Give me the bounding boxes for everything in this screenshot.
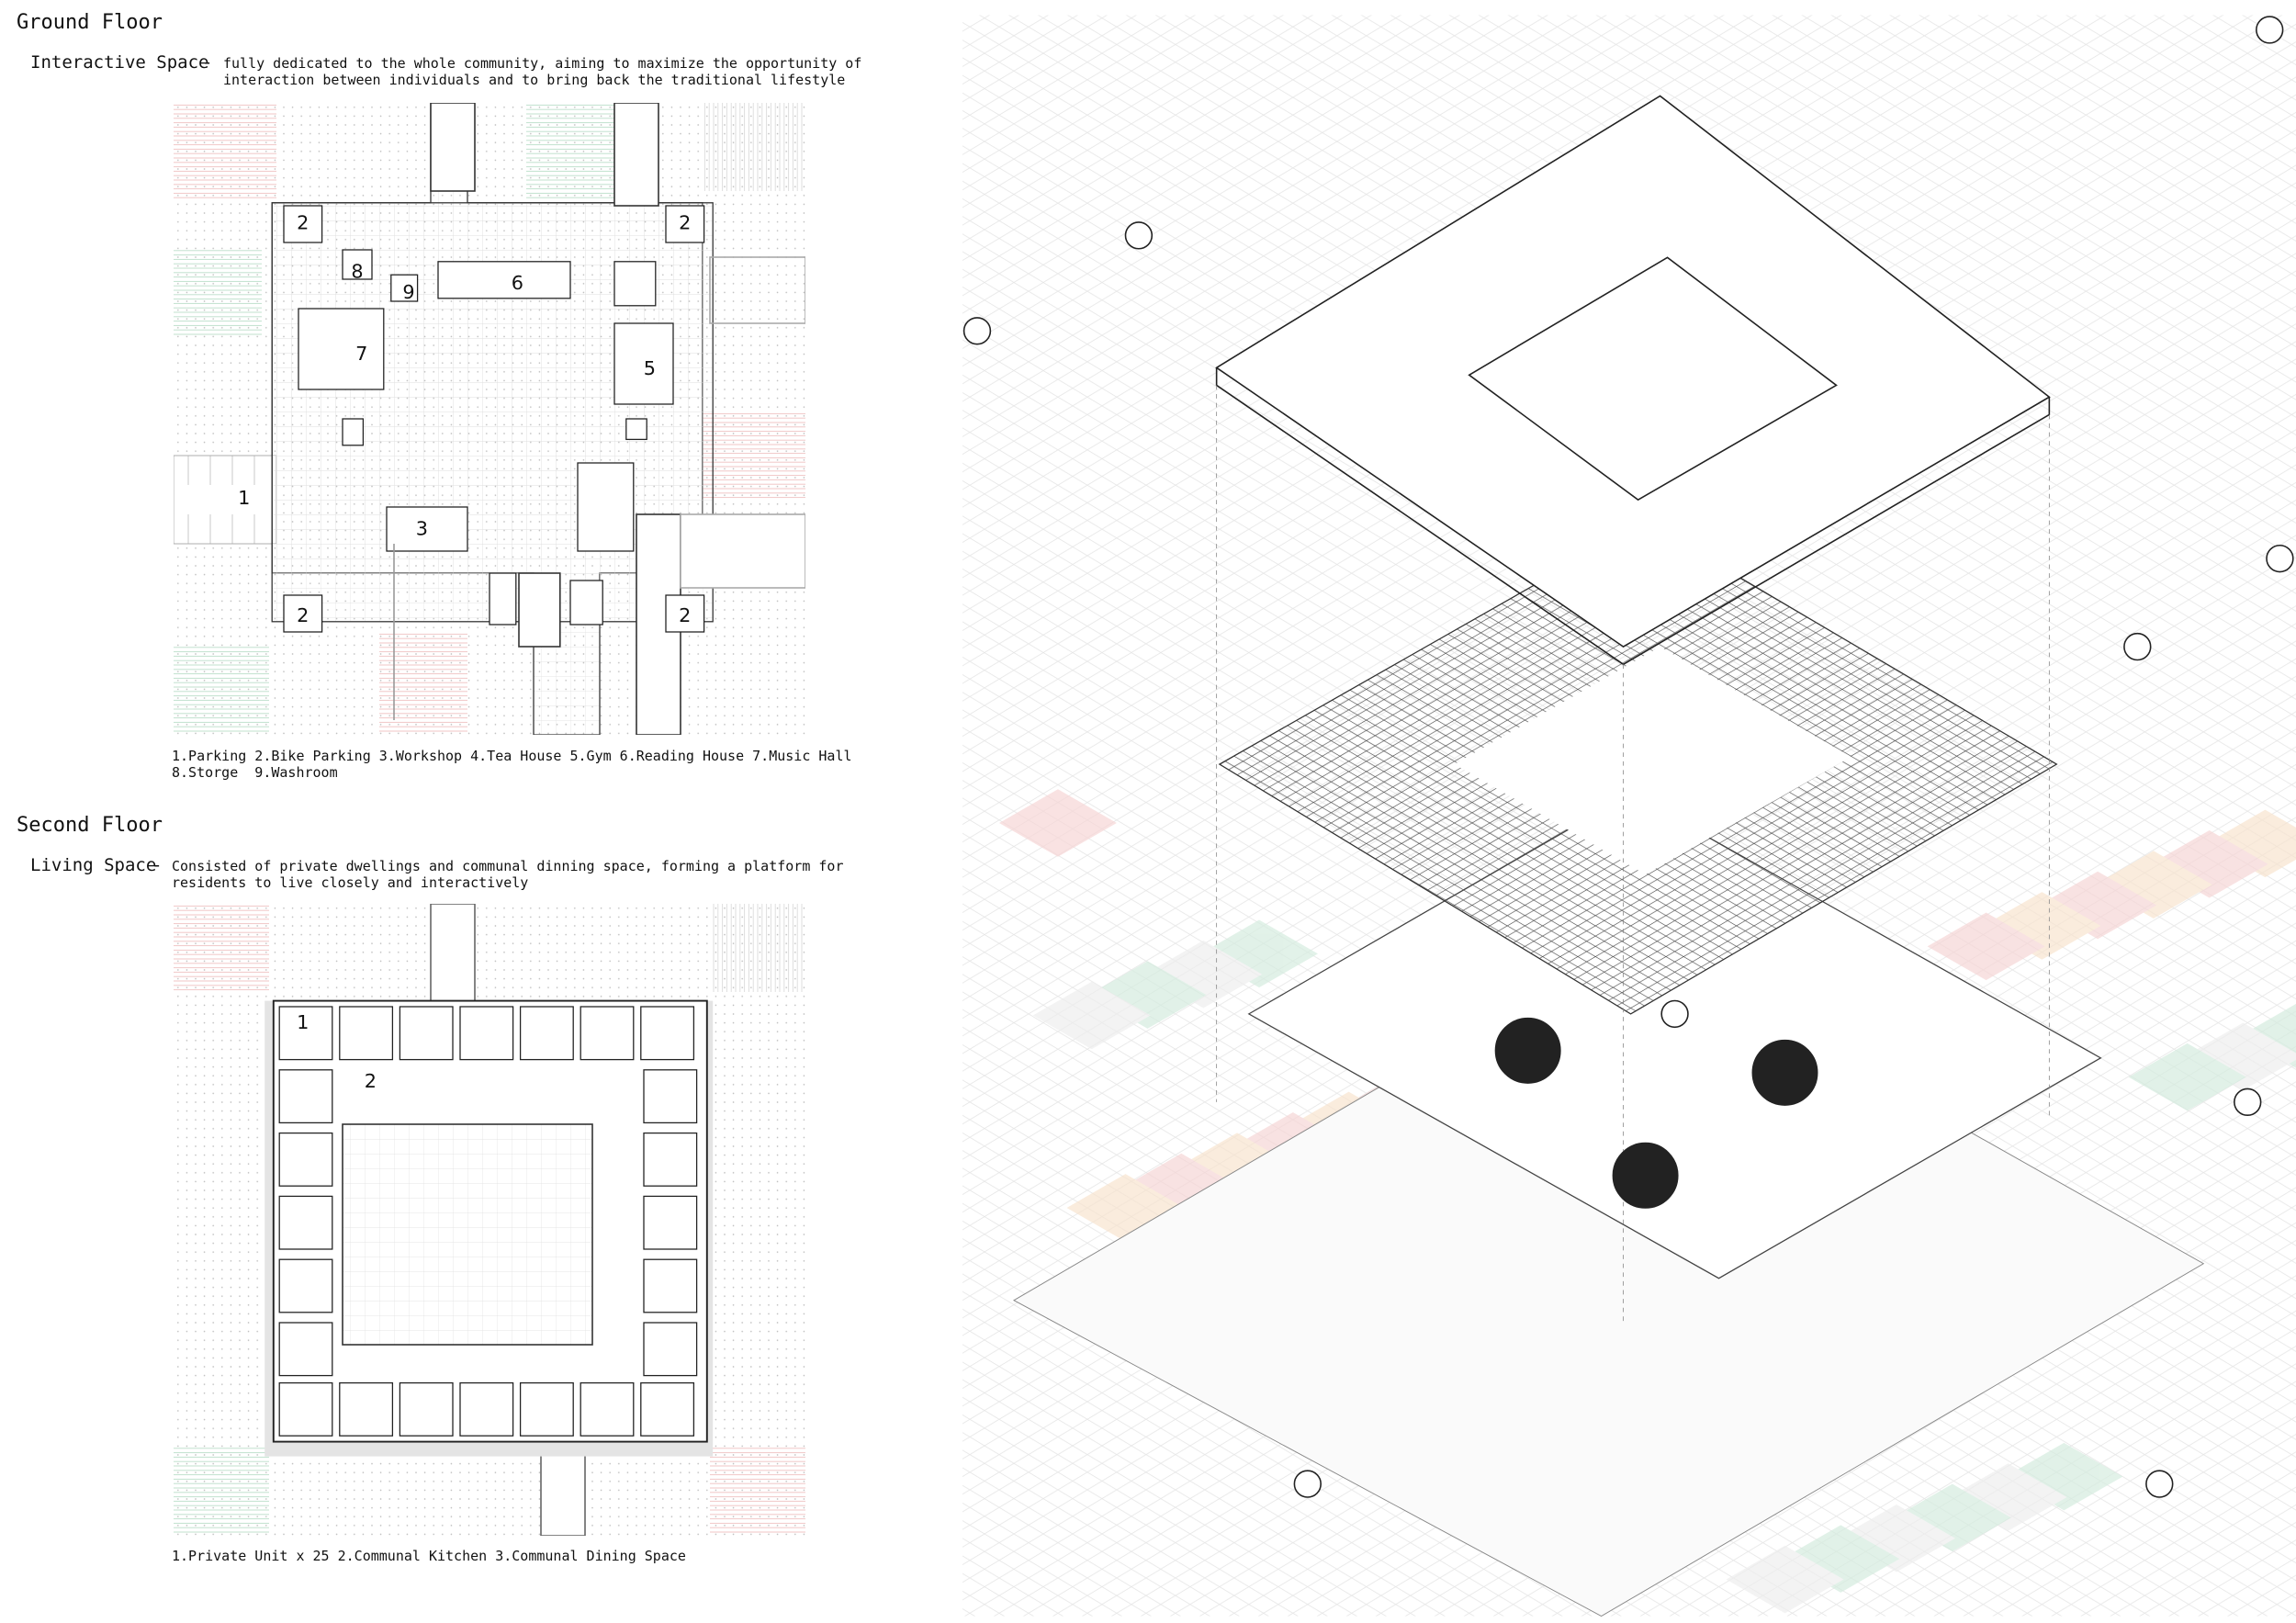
private-unit [278,1132,333,1187]
second-floor-legend: 1.Private Unit x 25 2.Communal Kitchen 3… [172,1548,686,1564]
plan-label-reading-house: 6 [512,272,523,294]
plan-label-bike-parking: 2 [679,212,691,234]
plan-label-bike-parking: 2 [297,604,309,626]
tree-icon [2234,1088,2262,1117]
landscape-tile [2128,1043,2246,1111]
second-floor-plan: 1 2 [174,904,805,1536]
tree-icon [1124,221,1154,250]
private-unit [278,1195,333,1250]
legend-line: 1.Private Unit x 25 2.Communal Kitchen 3… [172,1548,686,1564]
landscape-tile [1032,981,1151,1050]
landscape-tile [1726,1545,1844,1614]
private-unit [643,1195,698,1250]
plan-label-parking: 1 [238,487,250,509]
tree-icon [1660,999,1689,1029]
private-unit [643,1322,698,1377]
plan-label-music-hall: 7 [355,343,367,365]
description-line: Consisted of private dwellings and commu… [172,858,844,874]
private-unit [399,1006,454,1061]
landscape-tile [2184,1022,2296,1091]
plan-label-bike-parking: 2 [679,604,691,626]
tree-icon [2266,544,2294,573]
plan-label-private-unit: 1 [297,1011,309,1033]
private-unit [278,1322,333,1377]
landscape-tile [998,789,1117,857]
plan-label-washroom: 9 [402,281,414,303]
private-unit [643,1069,698,1124]
plan-label-communal-kitchen: 2 [365,1070,377,1092]
private-unit [643,1258,698,1313]
private-unit [278,1006,333,1061]
private-unit [339,1006,394,1061]
landscape-tile [1927,912,2045,981]
ground-floor-description: fully dedicated to the whole community, … [223,55,861,88]
tree-icon [1293,1470,1322,1498]
private-unit [640,1381,695,1437]
second-floor-title: Second Floor [17,814,163,837]
private-unit [580,1006,635,1061]
private-unit [459,1381,514,1437]
private-unit [339,1381,394,1437]
private-unit [278,1069,333,1124]
private-unit [399,1381,454,1437]
plan-label-workshop: 3 [416,517,428,539]
exploded-axonometric [962,15,2296,1617]
private-unit [640,1006,695,1061]
second-floor-dash: - [152,855,163,875]
private-unit [519,1381,574,1437]
tree-icon [1612,1142,1679,1209]
ground-floor-legend: 1.Parking 2.Bike Parking 3.Workshop 4.Te… [172,748,852,781]
legend-line: 8.Storge 9.Washroom [172,764,338,781]
private-unit [278,1381,333,1437]
ground-floor-dash: - [202,52,213,73]
tree-icon [2256,16,2284,44]
ground-floor-plan: 2 2 2 2 8 9 6 7 5 1 3 [174,103,805,735]
legend-line: 1.Parking 2.Bike Parking 3.Workshop 4.Te… [172,748,852,764]
plan-label-storage: 8 [351,260,363,282]
private-unit [278,1258,333,1313]
landscape-tile [2206,809,2296,878]
tree-icon [1751,1039,1818,1106]
private-unit [519,1006,574,1061]
description-line: fully dedicated to the whole community, … [223,55,862,72]
plan-label-bike-parking: 2 [297,212,309,234]
tree-icon [2123,632,2152,661]
ground-floor-title: Ground Floor [17,11,163,34]
description-line: interaction between individuals and to b… [223,72,846,88]
plan-label-gym: 5 [644,357,656,379]
second-floor-description: Consisted of private dwellings and commu… [172,858,844,891]
tree-icon [962,317,992,345]
description-line: residents to live closely and interactiv… [172,874,529,891]
private-unit [580,1381,635,1437]
private-unit [459,1006,514,1061]
tree-icon [1494,1017,1561,1084]
ground-floor-space-name: Interactive Space [30,52,209,73]
tree-icon [2145,1470,2174,1498]
private-unit [643,1132,698,1187]
second-floor-space-name: Living Space [30,855,157,875]
